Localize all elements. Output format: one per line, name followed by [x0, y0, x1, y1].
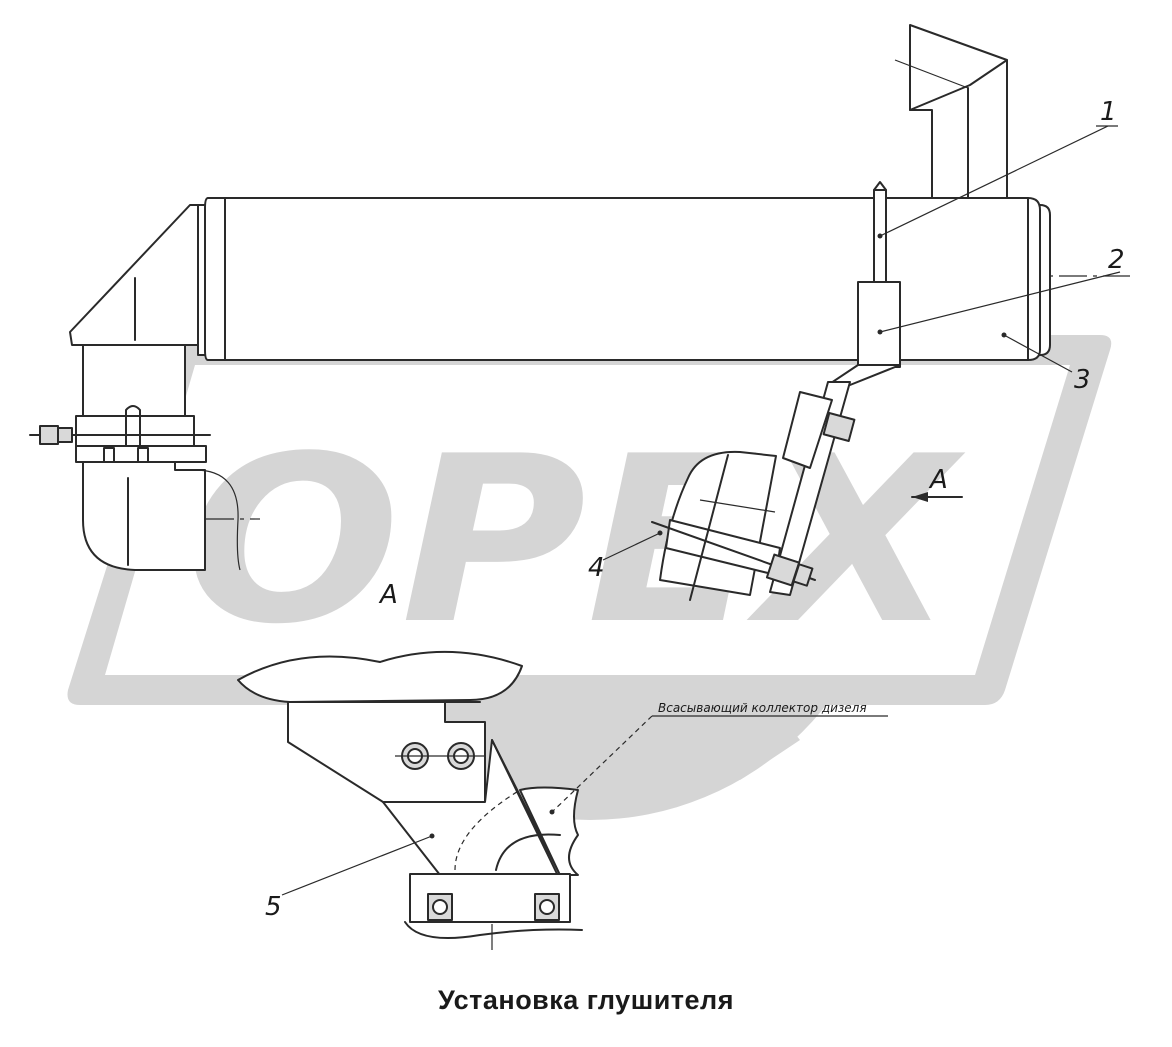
nut-icon [427, 893, 560, 921]
svg-text:5: 5 [265, 892, 282, 922]
support-bracket [237, 650, 583, 940]
svg-text:Всасывающий коллектор дизеля: Всасывающий коллектор дизеля [658, 701, 867, 715]
intake-manifold-note: Всасывающий коллектор дизеля [549, 701, 888, 815]
callout-2: 2 [877, 245, 1125, 335]
muffler-body [197, 197, 1051, 361]
muffler-bracket [769, 281, 901, 596]
exhaust-outlet-pipe [894, 24, 1008, 199]
svg-text:1: 1 [1100, 97, 1117, 127]
callout-5: 5 [265, 833, 435, 922]
callout-3: 3 [1001, 332, 1091, 395]
diagram-title: Установка глушителя [438, 985, 734, 1015]
svg-text:2: 2 [1108, 245, 1125, 275]
callout-1: 1 [877, 97, 1118, 239]
intake-pipe-elbow [69, 204, 241, 571]
section-arrow-a: А [911, 465, 963, 502]
lower-clamp [651, 450, 816, 601]
svg-text:А: А [928, 465, 948, 495]
bolt-icon [395, 742, 485, 770]
view-label-a: А [378, 580, 398, 610]
svg-text:4: 4 [588, 553, 605, 583]
pipe-clamp [29, 405, 211, 463]
callout-4: 4 [588, 530, 663, 583]
watermark-text: ОРЕХ [185, 408, 966, 675]
svg-text:3: 3 [1074, 365, 1091, 395]
